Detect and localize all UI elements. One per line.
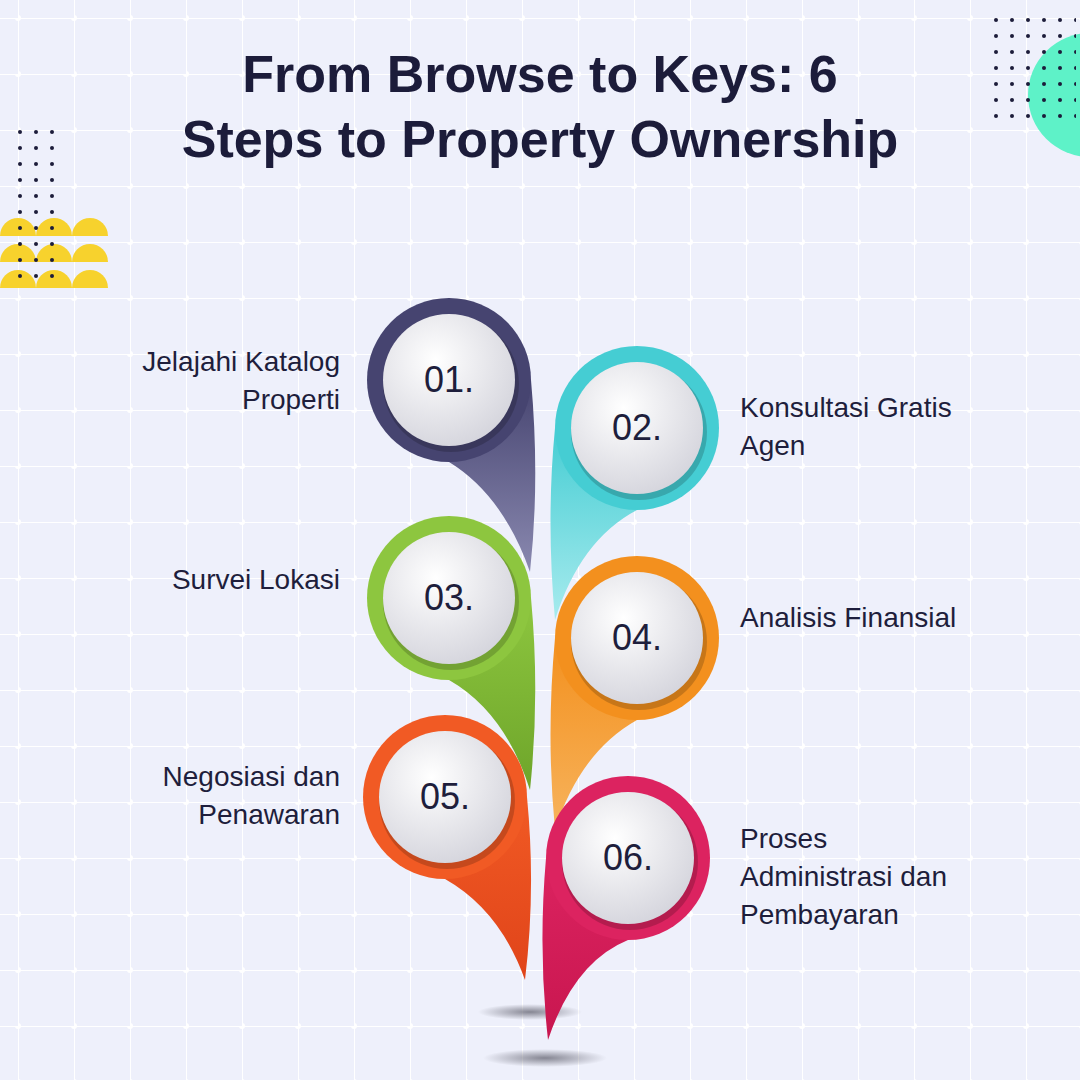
step-label: Analisis Finansial bbox=[740, 599, 1000, 637]
step-pin: 06.Proses Administrasi dan Pembayaran bbox=[546, 776, 710, 940]
step-pin: 01.Jelajahi Katalog Properti bbox=[367, 298, 531, 462]
step-label: Jelajahi Katalog Properti bbox=[90, 343, 340, 419]
step-pin: 04.Analisis Finansial bbox=[555, 556, 719, 720]
step-number: 01. bbox=[367, 298, 531, 462]
step-number: 04. bbox=[555, 556, 719, 720]
step-label: Konsultasi Gratis Agen bbox=[740, 389, 1000, 465]
step-number: 06. bbox=[546, 776, 710, 940]
step-pin: 02.Konsultasi Gratis Agen bbox=[555, 346, 719, 510]
step-number: 02. bbox=[555, 346, 719, 510]
step-pin: 05.Negosiasi dan Penawaran bbox=[363, 715, 527, 879]
step-number: 03. bbox=[367, 516, 531, 680]
step-label: Negosiasi dan Penawaran bbox=[90, 758, 340, 834]
title: From Browse to Keys: 6 Steps to Property… bbox=[180, 42, 900, 172]
step-pin: 03.Survei Lokasi bbox=[367, 516, 531, 680]
step-label: Survei Lokasi bbox=[90, 561, 340, 599]
step-label: Proses Administrasi dan Pembayaran bbox=[740, 820, 980, 934]
step-number: 05. bbox=[363, 715, 527, 879]
